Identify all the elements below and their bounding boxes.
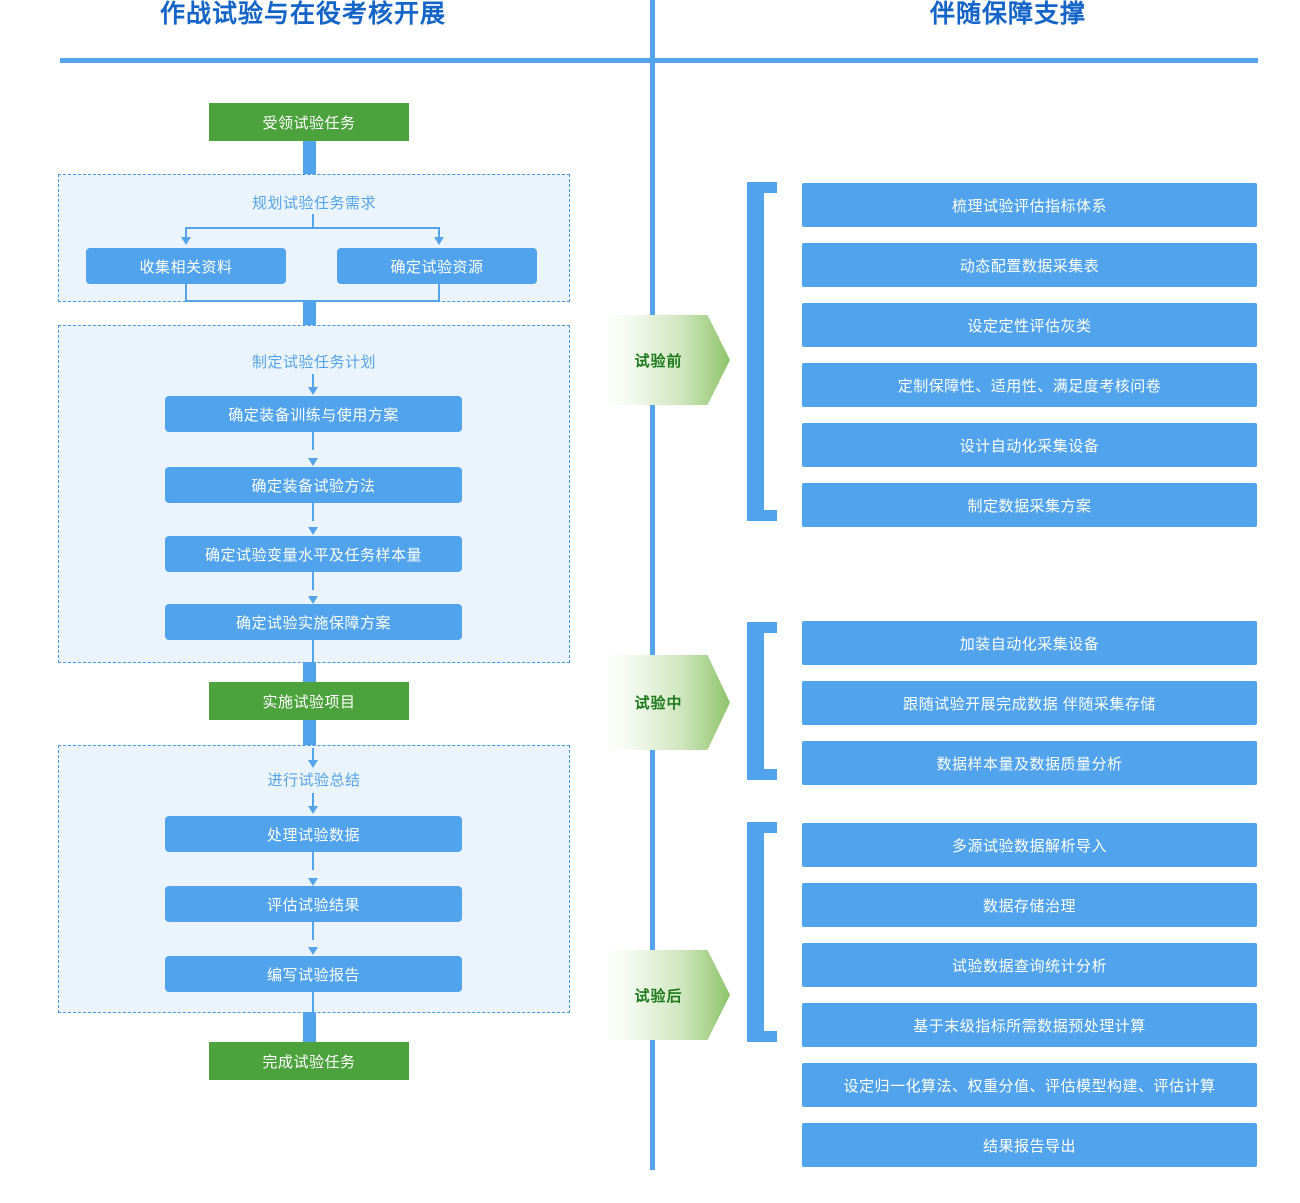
column-divider-line [650,0,655,1170]
phase3-item-5[interactable]: 设定归一化算法、权重分值、评估模型构建、评估计算 [802,1063,1257,1107]
arrow-head-g2-3 [308,527,318,535]
phase1-item-4[interactable]: 定制保障性、适用性、满足度考核问卷 [802,363,1257,407]
phase3-item-3[interactable]: 试验数据查询统计分析 [802,943,1257,987]
arrow-stem-g2-4 [312,572,314,590]
arrow-to-collect [181,237,191,245]
phase-label-after-test: 试验后 [634,987,683,1005]
bracket-during-test [747,622,764,780]
node-process-test-data[interactable]: 处理试验数据 [165,816,462,852]
merge-left-riser [185,284,187,302]
connector-mid-to-group3 [303,720,316,752]
node-variable-level-sample-size[interactable]: 确定试验变量水平及任务样本量 [165,536,462,572]
bracket-tab-bottom-during [764,769,777,780]
bracket-tab-bottom-before [764,510,777,521]
connector-group3-to-end [303,1012,316,1042]
arrow-to-resource [434,237,444,245]
phase-label-during-test: 试验中 [634,695,683,712]
phase2-item-1[interactable]: 加装自动化采集设备 [802,621,1257,665]
bracket-tab-bottom-after [764,1031,777,1042]
phase3-item-6[interactable]: 结果报告导出 [802,1123,1257,1167]
phase-label-before-test: 试验前 [634,352,683,370]
phase2-item-3[interactable]: 数据样本量及数据质量分析 [802,741,1257,785]
phase-chevron-before-test[interactable]: 试验前 [605,315,730,405]
connector-start-to-group1 [303,141,316,175]
arrow-stem-g2-3 [312,503,314,521]
bracket-tab-top-before [764,182,777,193]
arrow-stem-g2-1 [312,374,314,388]
group-label-test-summary: 进行试验总结 [267,772,361,789]
merge-right-riser [438,284,440,302]
phase1-item-6[interactable]: 制定数据采集方案 [802,483,1257,527]
node-write-test-report[interactable]: 编写试验报告 [165,956,462,992]
arrow-head-g3-1 [308,806,318,814]
split-left-drop [185,227,187,239]
arrow-stem-g3-1 [312,793,314,807]
phase1-item-5[interactable]: 设计自动化采集设备 [802,423,1257,467]
connector-group1-to-group2 [303,300,316,332]
node-evaluate-test-results[interactable]: 评估试验结果 [165,886,462,922]
arrow-head-g3-3 [308,947,318,955]
phase-chevron-during-test[interactable]: 试验中 [605,655,730,750]
phase1-item-1[interactable]: 梳理试验评估指标体系 [802,183,1257,227]
arrow-head-g2-1 [308,387,318,395]
arrow-head-g2-4 [308,596,318,604]
phase-chevron-after-test[interactable]: 试验后 [605,950,730,1040]
group-label-make-plan: 制定试验任务计划 [251,354,376,371]
bracket-before-test [747,182,764,521]
connector-g2-exit [312,640,314,662]
phase3-item-1[interactable]: 多源试验数据解析导入 [802,823,1257,867]
node-equipment-test-method[interactable]: 确定装备试验方法 [165,467,462,503]
arrow-stem-g3-2 [312,852,314,870]
node-equipment-training-plan[interactable]: 确定装备训练与使用方案 [165,396,462,432]
arrow-head-g3-top [308,760,318,768]
bracket-tab-top-during [764,622,777,633]
phase3-item-4[interactable]: 基于末级指标所需数据预处理计算 [802,1003,1257,1047]
split-right-drop [438,227,440,239]
node-collect-materials[interactable]: 收集相关资料 [86,248,286,284]
arrow-stem-g3-top [312,748,314,762]
right-column-title: 伴随保障支撑 [930,0,1087,28]
header-divider-line [60,58,1258,63]
node-implement-test-project[interactable]: 实施试验项目 [209,682,409,720]
bracket-tab-top-after [764,822,777,833]
connector-g3-exit [312,992,314,1012]
arrow-stem-g2-2 [312,432,314,450]
phase2-item-2[interactable]: 跟随试验开展完成数据 伴随采集存储 [802,681,1257,725]
split-stem [312,214,314,228]
phase1-item-2[interactable]: 动态配置数据采集表 [802,243,1257,287]
group-label-plan-requirements: 规划试验任务需求 [251,195,376,212]
phase3-item-2[interactable]: 数据存储治理 [802,883,1257,927]
split-bar [185,227,439,229]
phase1-item-3[interactable]: 设定定性评估灰类 [802,303,1257,347]
bracket-after-test [747,822,764,1042]
node-complete-test-task[interactable]: 完成试验任务 [209,1042,409,1080]
connector-group2-to-mid [303,662,316,684]
left-column-title: 作战试验与在役考核开展 [160,0,447,28]
node-determine-resources[interactable]: 确定试验资源 [337,248,537,284]
arrow-head-g3-2 [308,878,318,886]
node-test-support-plan[interactable]: 确定试验实施保障方案 [165,604,462,640]
node-start[interactable]: 受领试验任务 [209,103,409,141]
arrow-stem-g3-3 [312,922,314,940]
arrow-head-g2-2 [308,458,318,466]
